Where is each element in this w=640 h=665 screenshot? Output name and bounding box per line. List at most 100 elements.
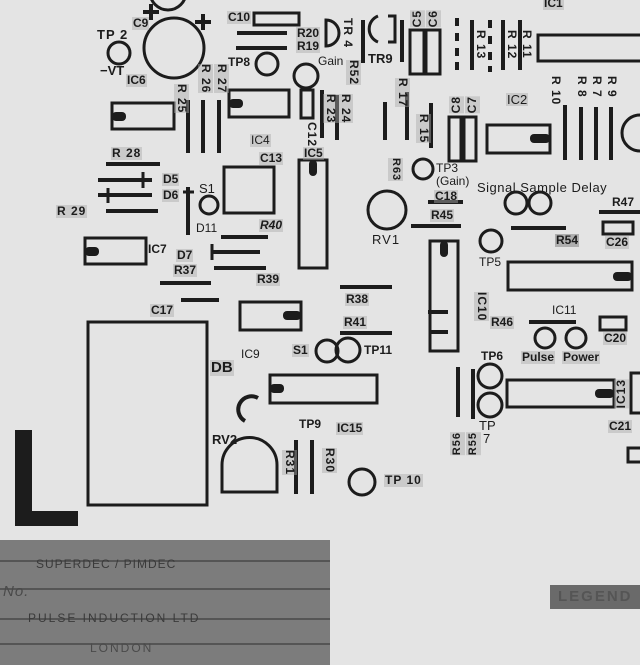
c6-label: C6 [426,10,441,28]
rv1-label: RV1 [372,232,401,247]
r9-label: R 9 [605,76,619,98]
tp7-number-label: 7 [483,431,491,446]
legend-panel: SUPERDEC / PIMDEC No. PULSE INDUCTION LT… [0,540,330,665]
rv2-ring [236,394,259,423]
right-edge-box [629,371,640,415]
r47-label: R47 [612,195,635,209]
r12-label: R 12 [505,30,519,60]
tp9-label: TP9 [299,417,322,431]
tp2-pad [106,40,132,66]
r56-label: R56 [450,432,465,456]
c20-label: C20 [603,331,628,345]
tp11-label: TP11 [364,343,393,357]
legend-divider [0,618,330,620]
tr9-outline [367,14,379,44]
r46-label: R46 [490,315,515,329]
ic15-label: IC15 [336,421,364,435]
c7-outline [462,115,478,163]
r39-label: R39 [256,272,281,286]
r10-label: R 10 [549,76,563,106]
s1-bottom-pad [314,338,340,364]
ic1-label: IC1 [543,0,564,10]
tp6-pad [476,362,504,390]
r26-label: R 26 [198,64,213,94]
r8-label: R 8 [575,76,589,98]
r15-label: R 15 [416,114,431,144]
r17-label: R 17 [395,78,410,108]
c9-outline [142,16,206,80]
tr4-outline [324,18,341,48]
ic11-label: IC11 [552,303,577,317]
c10-outline [252,11,301,27]
d7-label: D7 [176,248,194,262]
r37-label: R37 [173,263,198,277]
c8-label: C8 [449,96,464,114]
db-label: DB [210,359,234,376]
tp3-pad [411,157,435,181]
power-pad [564,326,588,350]
legend-divider [0,643,330,645]
tp11-pad [334,336,362,364]
ic7-label: IC7 [148,242,167,256]
r45-label: R45 [430,208,455,222]
l-marker-vertical [15,430,32,526]
r38-label: R38 [345,292,370,306]
tr4-label: TR 4 [341,18,355,49]
legend-tag: LEGEND [550,585,640,609]
ic1-outline [536,33,640,63]
tp5-pad [478,228,504,254]
tp8-label: TP8 [228,55,251,69]
r20-label: R20 [296,26,321,40]
c9-label: C9 [132,16,150,30]
c5-label: C5 [410,10,425,28]
r29-label: R 29 [56,204,88,218]
r19-label: R19 [296,39,321,53]
rv2-body [220,436,279,494]
s1-bottom-label: S1 [292,343,309,357]
c13-outline [222,165,276,215]
d11-label: D11 [196,221,218,235]
tp2-label: TP 2 [97,27,129,42]
c5-outline [408,28,426,76]
r40-label: R40 [259,218,284,232]
r41-label: R41 [343,315,368,329]
c6-outline [424,28,442,76]
ssd-pad-a [503,190,529,216]
r11-label: R 11 [520,30,534,59]
c17-label: C17 [150,303,175,317]
r54-label: R54 [555,233,580,247]
c21-label: C21 [608,419,633,433]
ic10-outline [428,239,460,353]
tp10-pad [347,467,377,497]
legend-divider [0,560,330,562]
c20-outline [598,315,628,332]
ic15-outline [268,373,379,405]
r55-label: R55 [466,432,481,456]
tp3-label: TP3 [436,161,459,175]
board-maker: PULSE INDUCTION LTD [28,611,201,625]
c26-outline [601,220,635,236]
r13-label: R 13 [474,30,488,60]
gain-label: Gain [318,54,344,68]
ic10-label: IC10 [474,292,489,322]
s1-top-label: S1 [199,181,215,196]
ic5-outline [297,158,329,270]
tr9-label: TR9 [368,51,393,66]
power-label: Power [562,350,601,364]
r52-label: R52 [346,60,361,86]
r31-label: R31 [282,450,297,476]
s1-pad [198,194,220,216]
board-title: SUPERDEC / PIMDEC [36,557,177,571]
legend-divider [0,588,330,590]
ic6-label: IC6 [126,73,147,87]
vt-label: −VT [100,63,125,78]
right-edge-box-2 [626,446,640,464]
d5-label: D5 [162,172,180,186]
c7-label: C7 [465,96,480,114]
tp10-label: TP 10 [384,473,423,487]
d6-label: D6 [162,188,180,202]
c12-label: C12 [305,122,319,148]
tp8-pad [254,51,280,77]
